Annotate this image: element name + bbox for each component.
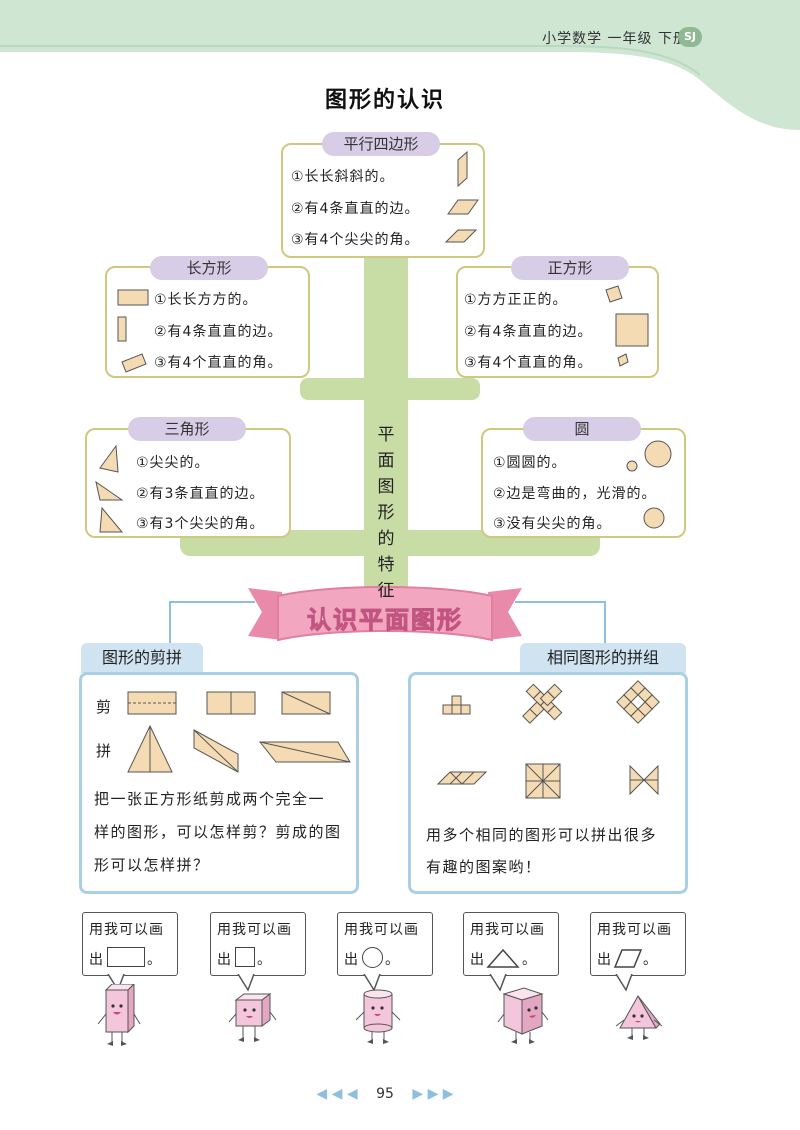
title-banner	[248, 586, 522, 642]
triangular-prism-character	[497, 987, 549, 1044]
drawn-parallelogram-icon	[613, 949, 643, 968]
parallelogram-icons	[444, 150, 479, 243]
book-info: 小学数学 一年级 下册	[542, 31, 688, 47]
prev-arrows-icon: ◀ ◀ ◀	[316, 1086, 358, 1102]
drawn-rectangle-icon	[107, 947, 145, 967]
label-square: 正方形	[511, 256, 629, 280]
circle-line-1: ①圆圆的。	[493, 455, 567, 471]
tab-cutting: 图形的剪拼	[81, 643, 203, 673]
drawn-circle-icon	[362, 947, 383, 968]
page-title: 图形的认识	[324, 88, 445, 113]
bubble-square-out: 出	[217, 952, 232, 968]
banner-title: 认识平面图形	[307, 606, 463, 635]
bubble-circle: 用我可以画 出 。	[337, 912, 433, 976]
bubble-circle-line1: 用我可以画	[344, 922, 419, 938]
cutting-paragraph-2: 样的图形，可以怎样剪？剪成的图	[94, 823, 342, 841]
trunk-label: 平面图形的特征	[377, 425, 395, 601]
bubble-triangle: 用我可以画 出 。	[463, 912, 559, 976]
label-circle: 圆	[523, 417, 641, 441]
next-arrows-icon: ▶ ▶ ▶	[412, 1086, 454, 1102]
square-line-1: ①方方正正的。	[464, 292, 568, 308]
triangle-line-2: ②有3条直直的边。	[136, 486, 265, 502]
triangle-icons	[95, 444, 124, 533]
bubble-parallelogram-end: 。	[643, 952, 658, 968]
label-triangle: 三角形	[128, 417, 246, 441]
rectangle-icons	[117, 289, 149, 373]
card-triangle	[85, 428, 291, 538]
bubble-rectangle: 用我可以画 出 。	[82, 912, 178, 976]
combining-paragraph-1: 用多个相同的图形可以拼出很多	[426, 826, 658, 844]
publisher-badge: SJ	[678, 27, 702, 47]
page-number: 95	[376, 1086, 394, 1102]
square-icons	[605, 285, 649, 367]
rectangle-line-1: ①长长方方的。	[154, 292, 258, 308]
tab-combining: 相同图形的拼组	[520, 643, 686, 673]
label-parallelogram: 平行四边形	[322, 132, 440, 156]
bubble-parallelogram: 用我可以画 出 。	[590, 912, 686, 976]
square-line-3: ③有4个直直的角。	[464, 355, 593, 371]
bubble-rectangle-out: 出	[89, 952, 104, 968]
cutting-paragraph-1: 把一张正方形纸剪成两个完全一	[94, 790, 326, 808]
cut-label: 剪	[96, 698, 113, 716]
cutting-illustrations	[127, 691, 351, 773]
circle-line-3: ③没有尖尖的角。	[493, 516, 612, 532]
card-rectangle	[105, 266, 310, 378]
circle-line-2: ②边是弯曲的，光滑的。	[493, 486, 657, 502]
parallelogram-line-2: ②有4条直直的边。	[291, 201, 420, 217]
cube-character	[228, 993, 277, 1042]
page-number-row: ◀ ◀ ◀ 95 ▶ ▶ ▶	[0, 1086, 770, 1102]
bubble-parallelogram-out: 出	[597, 952, 612, 968]
cutting-paragraph-3: 形可以怎样拼？	[94, 856, 210, 874]
parallelogram-line-1: ①长长斜斜的。	[291, 169, 395, 185]
bubble-square-line1: 用我可以画	[217, 922, 292, 938]
rectangular-prism-character	[97, 984, 141, 1046]
bubble-circle-end: 。	[385, 952, 400, 968]
square-line-2: ②有4条直直的边。	[464, 324, 593, 340]
middle-branch	[300, 378, 480, 400]
circle-icons	[626, 440, 672, 529]
combining-patterns	[436, 680, 660, 799]
bubble-circle-out: 出	[344, 952, 359, 968]
bubble-square: 用我可以画 出 。	[210, 912, 306, 976]
rectangle-line-2: ②有4条直直的边。	[154, 324, 283, 340]
header-band	[0, 0, 800, 130]
pyramid-character	[615, 994, 663, 1040]
triangle-line-1: ①尖尖的。	[136, 455, 210, 471]
rectangle-line-3: ③有4个直直的角。	[154, 355, 283, 371]
bubble-triangle-line1: 用我可以画	[470, 922, 545, 938]
join-label: 拼	[96, 742, 113, 760]
cylinder-character	[355, 989, 401, 1044]
drawn-triangle-icon	[486, 948, 520, 968]
bubble-rectangle-end: 。	[147, 952, 162, 968]
drawn-square-icon	[235, 947, 255, 967]
label-rectangle: 长方形	[150, 256, 268, 280]
bubble-triangle-end: 。	[522, 952, 537, 968]
triangle-line-3: ③有3个尖尖的角。	[136, 516, 265, 532]
bubble-triangle-out: 出	[470, 952, 485, 968]
combining-paragraph-2: 有趣的图案哟！	[426, 858, 542, 876]
bubble-square-end: 。	[257, 952, 272, 968]
bubble-parallelogram-line1: 用我可以画	[597, 922, 672, 938]
bubble-rectangle-line1: 用我可以画	[89, 922, 164, 938]
parallelogram-line-3: ③有4个尖尖的角。	[291, 232, 420, 248]
